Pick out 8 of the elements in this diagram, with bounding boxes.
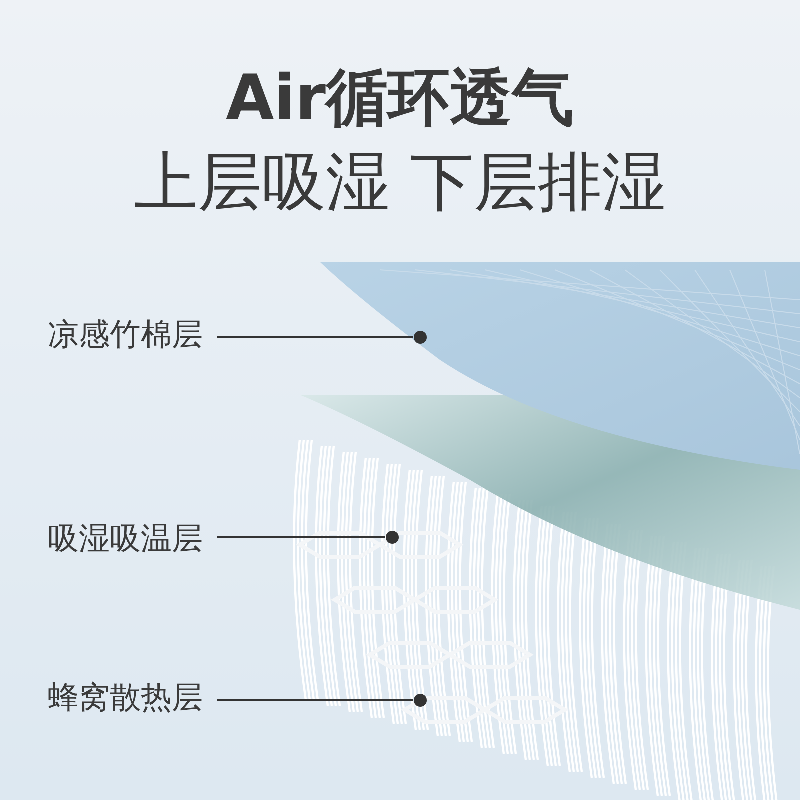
leader-line xyxy=(217,536,386,538)
title: Air循环透气 xyxy=(225,62,575,134)
subtitle: 上层吸湿 下层排湿 xyxy=(132,146,668,220)
leader-line xyxy=(217,699,414,701)
layer-label: 凉感竹棉层 xyxy=(48,316,203,354)
layer-label: 吸湿吸温层 xyxy=(48,520,203,558)
leader-line xyxy=(217,336,414,338)
layer-label: 蜂窝散热层 xyxy=(48,679,203,717)
